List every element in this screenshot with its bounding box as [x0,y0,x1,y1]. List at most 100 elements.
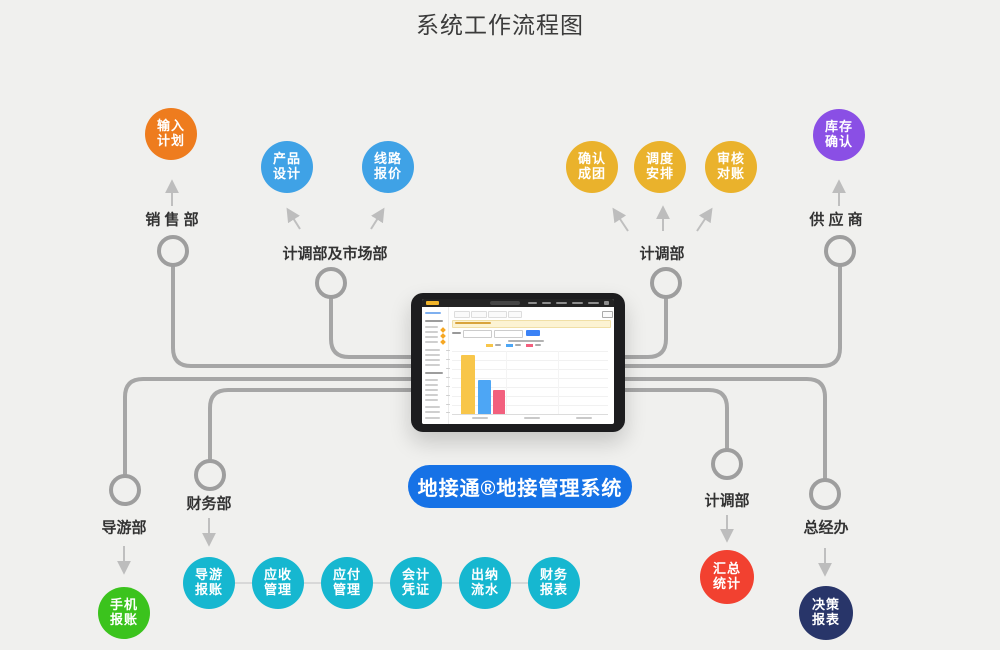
tablet-sidebar-item [425,411,440,413]
mini-bar-yellow [461,355,475,414]
system-name-badge: 地接通®地接管理系统 [408,465,632,508]
tablet-search-input [490,301,520,305]
tablet-date-input-start [463,330,492,338]
mini-gridline-v [506,351,507,414]
tablet-logo [426,301,439,305]
connector-system-to-guides [123,377,520,476]
legend-label-1 [495,344,501,346]
bubble-confirm-group: 确认 成团 [566,141,618,193]
tablet-sidebar-item [425,379,438,381]
bubble-audit-reconcile: 审核 对账 [705,141,757,193]
mini-baseline [452,414,608,415]
tablet-menu-item [572,302,583,304]
legend-swatch-1 [486,344,493,347]
tablet-menu-item [556,302,567,304]
arrow-confirm-group [612,207,629,232]
bubble-summary-stats: 汇总 统计 [700,550,754,604]
connector-ops-to-system [520,297,668,359]
tablet-menu-item [542,302,551,304]
tablet-sidebar-item [425,394,438,396]
mini-ytick [446,395,450,396]
bubble-input-plan: 输入 计划 [145,108,197,160]
tablet-notice-text [455,322,491,324]
tablet-sidebar-item [425,406,440,408]
mini-xlabel [524,417,540,419]
dept-label-gm-office: 总经办 [803,519,849,537]
tablet-sidebar-item [425,336,438,338]
mini-xlabel [576,417,592,419]
tablet-menu-item [528,302,537,304]
tablet-sidebar-item [425,354,440,356]
junction-gm-office [809,478,841,510]
arrow-product-design [286,207,301,230]
mini-ytick [446,350,450,351]
tablet [411,293,625,432]
mini-bar-blue [478,380,491,414]
connector-ops-market-to-system [329,297,520,359]
tablet-sidebar-section [425,372,443,374]
mini-ytick [446,404,450,405]
junction-finance [194,459,226,491]
connector-sales-to-system [171,265,520,368]
dept-label-ops-market: 计调部及市场部 [282,245,388,263]
connector-supplier-to-system [520,265,842,368]
tablet-settings-button [602,311,613,318]
tablet-menu-item [588,302,599,304]
mini-gridline [452,360,608,361]
arrow-audit [696,207,713,232]
junction-guides [109,474,141,506]
tablet-tab [454,311,470,318]
tablet-sidebar-item [425,326,438,328]
tablet-notice-bar [452,320,611,328]
mini-ytick [446,359,450,360]
mini-ytick [446,412,450,413]
mini-gridline [452,351,608,352]
dept-label-supplier: 供 应 商 [809,211,863,229]
bubble-guide-expense: 导游 报账 [183,557,235,609]
mini-gridline [452,405,608,406]
mini-ytick [446,368,450,369]
mini-bar-pink [493,390,505,414]
junction-ops-market [315,267,347,299]
bubble-payables: 应付 管理 [321,557,373,609]
dept-label-finance: 财务部 [186,495,232,513]
mini-ytick [446,377,450,378]
junction-sales [157,235,189,267]
bubble-vouchers: 会计 凭证 [390,557,442,609]
junction-supplier [824,235,856,267]
tablet-sidebar-item [425,384,438,386]
tablet-sidebar-item [425,364,440,366]
tablet-tab [471,311,487,318]
tablet-sidebar-section [425,320,443,322]
tablet-screen [422,299,614,424]
legend-swatch-3 [526,344,533,347]
bubble-stock-confirm: 库存 确认 [813,109,865,161]
connector-system-to-finance [208,388,520,461]
mini-ytick [446,386,450,387]
mini-gridline [452,396,608,397]
bubble-product-design: 产品 设计 [261,141,313,193]
legend-label-2 [515,344,521,346]
tablet-sidebar-item [425,359,440,361]
mini-gridline [452,387,608,388]
tablet-tab [508,311,522,318]
tablet-sidebar-item [425,389,438,391]
legend-swatch-2 [506,344,513,347]
dept-label-guides: 导游部 [101,519,147,537]
tablet-query-button [526,330,540,336]
junction-ops2 [711,448,743,480]
tablet-avatar [604,301,609,305]
connector-system-to-gm-office [520,377,827,480]
mini-xlabel [472,417,488,419]
junction-ops [650,267,682,299]
tablet-sidebar-item-active [425,312,441,314]
tablet-sidebar-item [425,349,440,351]
tablet-sidebar-item [425,399,438,401]
dept-label-ops2: 计调部 [704,492,750,510]
mini-gridline [452,378,608,379]
bubble-route-quote: 线路 报价 [362,141,414,193]
bubble-dispatch: 调度 安排 [634,141,686,193]
tablet-tab [488,311,507,318]
connector-system-to-ops2 [520,388,729,450]
